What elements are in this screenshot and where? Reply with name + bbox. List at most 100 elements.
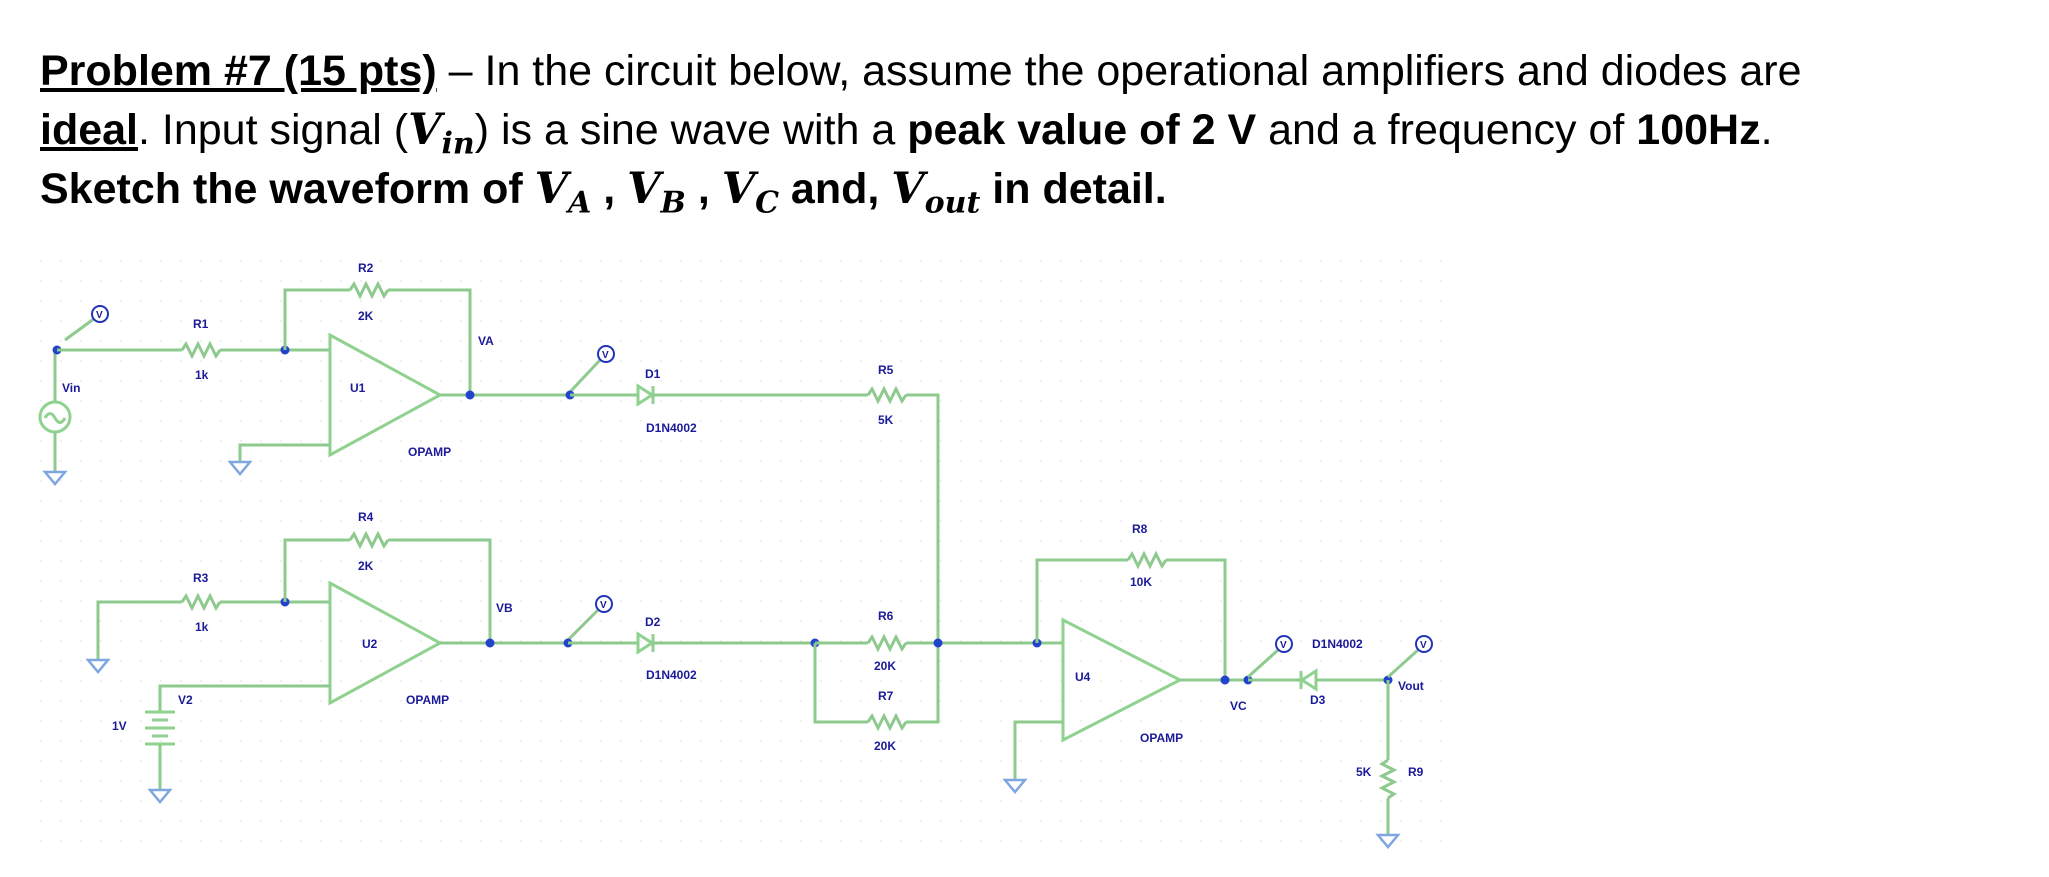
vb-v: V	[627, 164, 661, 214]
v2-label: V2	[178, 693, 193, 707]
diode-d1: D1 D1N4002	[636, 367, 697, 435]
opamp-u2: U2 OPAMP	[328, 580, 449, 707]
r3-label: R3	[193, 571, 209, 585]
r6-value: 20K	[874, 659, 896, 673]
ground-u1	[227, 460, 253, 476]
u4-label: U4	[1075, 670, 1091, 684]
vout-sub: out	[924, 185, 981, 221]
r2-label: R2	[358, 261, 374, 275]
resistor-r4: R4 2K	[348, 510, 390, 573]
r3-value: 1k	[195, 620, 209, 634]
vc-sub: C	[755, 185, 779, 221]
d1-part: D1N4002	[646, 421, 697, 435]
probe-vout: V	[1386, 635, 1433, 679]
d3-label: D3	[1310, 693, 1326, 707]
r5-label: R5	[878, 363, 894, 377]
node-sum	[933, 638, 943, 648]
resistor-r1: R1 1k	[180, 317, 222, 382]
r9-value: 5K	[1356, 765, 1372, 779]
vin-sub: in	[441, 126, 475, 162]
probe-vout-text: V	[1420, 640, 1427, 651]
resistor-r5: R5 5K	[866, 363, 908, 427]
probe-vb-text: V	[600, 600, 607, 611]
problem-line1-text: – In the circuit below, assume the opera…	[436, 47, 1802, 95]
r1-label: R1	[193, 317, 209, 331]
r2-value: 2K	[358, 309, 374, 323]
problem-line3-a: Sketch the waveform of	[40, 165, 535, 213]
resistor-r9: 5K R9	[1356, 758, 1424, 800]
vin-v: V	[408, 105, 442, 155]
problem-line2-b: ) is a sine wave with a	[474, 106, 908, 154]
opamp4-label: OPAMP	[1140, 731, 1183, 745]
comma-2: ,	[685, 165, 722, 213]
r5-value: 5K	[878, 413, 894, 427]
opamp-u4: U4 OPAMP	[1061, 617, 1184, 745]
problem-line2-c: and a frequency of	[1256, 106, 1637, 154]
r6-label: R6	[878, 609, 894, 623]
resistor-r7: R7 20K	[866, 689, 908, 753]
ground-r3	[85, 658, 111, 674]
resistor-r2: R2 2K	[348, 261, 390, 323]
problem-title: Problem #7 (15 pts)	[40, 47, 437, 95]
u1-label: U1	[350, 381, 366, 395]
va-symbol: VA	[535, 164, 592, 218]
problem-line2-a: . Input signal (	[138, 106, 409, 154]
r1-value: 1k	[195, 368, 209, 382]
node-va	[465, 390, 475, 400]
r8-value: 10K	[1130, 575, 1152, 589]
opamp2-label: OPAMP	[406, 693, 449, 707]
problem-line-3: Sketch the waveform of VA , VB , VC and,…	[40, 160, 2040, 219]
probe-vb: V	[566, 595, 613, 642]
opamp-u1: U1 OPAMP	[328, 332, 451, 459]
problem-line3-end: in detail.	[980, 165, 1167, 213]
circuit-schematic: Vin V R1 1k R2 2K U1 OPAMP VA V	[38, 258, 1460, 858]
battery-v2: V2 1V	[112, 693, 193, 746]
d3-part: D1N4002	[1312, 637, 1363, 651]
r8-label: R8	[1132, 522, 1148, 536]
opamp1-label: OPAMP	[408, 445, 451, 459]
peak-value-text: peak value of 2 V	[907, 106, 1257, 154]
r9-label: R9	[1408, 765, 1424, 779]
probe-va: V	[568, 345, 615, 394]
diode-d2: D2 D1N4002	[636, 615, 697, 682]
probe-vin: V	[64, 305, 109, 342]
problem-line2-d: .	[1760, 106, 1773, 154]
va-sub: A	[568, 185, 592, 221]
vb-label: VB	[496, 601, 513, 615]
r4-value: 2K	[358, 559, 374, 573]
probe-vc-text: V	[1280, 640, 1287, 651]
vout-symbol: Vout	[891, 164, 980, 218]
vin-label: Vin	[62, 381, 80, 395]
resistor-r6: R6 20K	[866, 609, 908, 673]
node-vc	[1220, 675, 1230, 685]
vb-symbol: VB	[627, 164, 686, 218]
ground-r9	[1375, 833, 1401, 849]
r7-label: R7	[878, 689, 894, 703]
frequency-text: 100Hz	[1636, 106, 1761, 154]
resistor-r3: R3 1k	[180, 571, 222, 634]
ideal-word: ideal	[40, 106, 138, 154]
d2-label: D2	[645, 615, 661, 629]
vout-v: V	[891, 164, 925, 214]
r7-value: 20K	[874, 739, 896, 753]
r4-label: R4	[358, 510, 374, 524]
va-label: VA	[478, 334, 494, 348]
resistor-r8: R8 10K	[1126, 522, 1168, 589]
vin-symbol: Vin	[408, 105, 475, 159]
schematic-grid	[40, 258, 1460, 858]
vin-source: Vin	[38, 350, 80, 486]
problem-statement: Problem #7 (15 pts) – In the circuit bel…	[40, 42, 2040, 219]
node-vb	[485, 638, 495, 648]
u2-label: U2	[362, 637, 378, 651]
comma-1: ,	[591, 165, 628, 213]
vc-label: VC	[1230, 699, 1247, 713]
v2-value: 1V	[112, 719, 127, 733]
problem-line-2: ideal. Input signal (Vin) is a sine wave…	[40, 101, 2040, 160]
vc-symbol: VC	[721, 164, 779, 218]
probe-vc: V	[1246, 635, 1293, 679]
vc-v: V	[721, 164, 756, 214]
probe-va-text: V	[602, 350, 609, 361]
d1-label: D1	[645, 367, 661, 381]
vb-sub: B	[660, 185, 686, 221]
probe-vin-text: V	[96, 310, 103, 321]
